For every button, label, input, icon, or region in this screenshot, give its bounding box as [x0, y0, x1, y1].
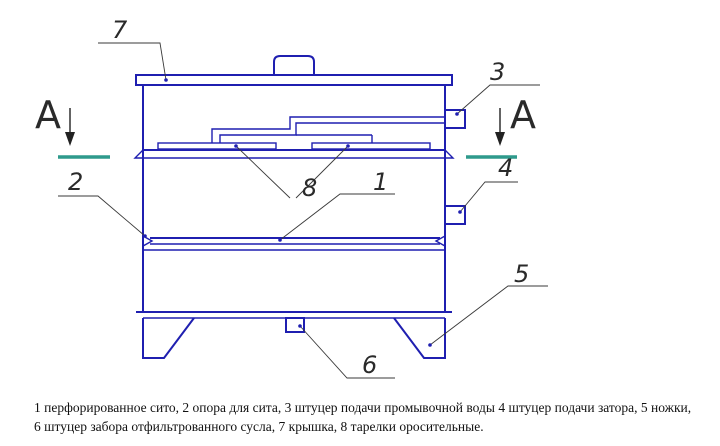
- section-arrow-right-head: [495, 132, 505, 146]
- leader-8b: [295, 145, 349, 199]
- dot-8a: [234, 144, 238, 148]
- sieve-support-right: [434, 234, 446, 248]
- wort-outlet-fitting: [285, 317, 305, 333]
- wash-pipe-inner: [219, 122, 445, 143]
- spray-plate-right: [311, 142, 431, 150]
- leader-5: [429, 285, 548, 346]
- label-7: 7: [112, 16, 128, 44]
- dot-5: [428, 343, 432, 347]
- spray-plate-left: [157, 142, 277, 150]
- upper-rim-left-lip: [133, 149, 144, 159]
- dot-7: [164, 78, 168, 82]
- label-2: 2: [68, 168, 83, 196]
- dot-2: [143, 234, 147, 238]
- dot-6: [298, 324, 302, 328]
- label-4: 4: [498, 154, 513, 182]
- leg-right: [393, 317, 446, 359]
- leader-6: [299, 325, 395, 379]
- dot-3: [455, 112, 459, 116]
- sieve-support-left: [142, 234, 154, 248]
- label-1: 1: [373, 168, 388, 196]
- section-arrow-left-head: [65, 132, 75, 146]
- leader-4: [459, 181, 518, 213]
- wash-water-fitting: [444, 109, 466, 129]
- leg-left: [142, 317, 195, 359]
- upper-rim-right-lip: [444, 149, 455, 159]
- dot-1: [278, 238, 282, 242]
- lid-handle: [273, 55, 315, 75]
- leader-3: [456, 84, 540, 115]
- leader-2: [58, 195, 146, 237]
- leader-7: [98, 42, 167, 81]
- dot-8b: [346, 144, 350, 148]
- label-5: 5: [514, 260, 529, 288]
- mash-inlet-fitting: [444, 205, 466, 225]
- label-8: 8: [302, 174, 317, 202]
- section-mark-right: A: [510, 93, 536, 137]
- figure-caption: 1 перфорированное сито, 2 опора для сита…: [34, 400, 692, 434]
- leader-8a: [235, 145, 291, 199]
- dot-4: [458, 210, 462, 214]
- section-mark-left: A: [35, 93, 61, 137]
- leader-1: [279, 193, 395, 241]
- lid: [135, 74, 453, 86]
- wash-pipe-outer: [211, 116, 445, 143]
- label-6: 6: [362, 351, 377, 379]
- label-3: 3: [490, 58, 505, 86]
